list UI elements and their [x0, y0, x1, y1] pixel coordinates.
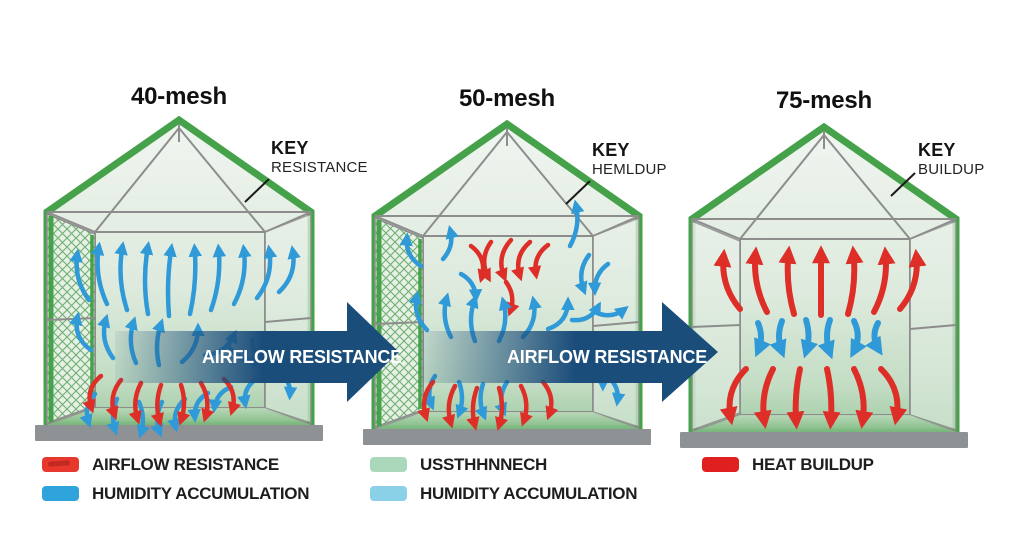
arrow-right-icon [420, 302, 718, 402]
legend-label: USSTHHNNECH [420, 454, 548, 474]
key-callout-3: KEY BUILDUP [918, 140, 984, 178]
title-75-mesh: 75-mesh [776, 87, 872, 114]
key-callout-3-title: KEY [918, 140, 956, 160]
base-bar [35, 425, 323, 441]
legend-label: AIRFLOW RESISTANCE [92, 454, 279, 474]
greenhouse-75-mesh [676, 119, 972, 449]
legend-label: HEAT BUILDUP [752, 454, 874, 474]
legend-item: HEAT BUILDUP [702, 454, 874, 475]
legend-item: AIRFLOW RESISTANCE [42, 454, 309, 475]
airflow-arrows-group [713, 245, 927, 430]
key-callout-1-title: KEY [271, 138, 309, 158]
base-bar [363, 429, 651, 445]
flow-arrow-1-label: AIRFLOW RESISTANCE [202, 347, 401, 367]
key-callout-2: KEY HEMLDUP [592, 140, 667, 178]
legend-column-1: AIRFLOW RESISTANCE HUMIDITY ACCUMULATION [42, 454, 310, 512]
legend-column-2: USSTHHNNECH HUMIDITY ACCUMULATION [370, 454, 638, 512]
flow-arrow-1-shape: AIRFLOW RESISTANCE [115, 302, 401, 402]
greenhouse-75-mesh-drawing [680, 122, 968, 448]
legend-item: HUMIDITY ACCUMULATION [370, 483, 638, 504]
key-callout-2-label: HEMLDUP [592, 160, 667, 178]
right-wall-divider [592, 321, 640, 327]
legend-item: HUMIDITY ACCUMULATION [42, 483, 310, 504]
left-wall-divider [691, 324, 741, 328]
legend-label: HUMIDITY ACCUMULATION [420, 483, 638, 503]
legend-swatch-heat-buildup [702, 457, 739, 472]
flow-arrow-2-shape: AIRFLOW RESISTANCE [420, 302, 718, 402]
key-callout-2-title: KEY [592, 140, 630, 160]
title-50-mesh: 50-mesh [459, 85, 555, 112]
legend-swatch-airflow-resistance [42, 457, 79, 472]
legend-swatch-green [370, 457, 407, 472]
legend-label: HUMIDITY ACCUMULATION [92, 483, 310, 503]
right-wall-divider [909, 324, 957, 330]
arrow-right-icon [115, 302, 399, 402]
legend-swatch-humidity-accumulation [42, 486, 79, 501]
key-callout-3-label: BUILDUP [918, 160, 985, 178]
key-callout-1-label: RESISTANCE [271, 158, 368, 176]
mesh-wall-divider [374, 321, 424, 325]
legend-swatch-humidity-accumulation-light [370, 486, 407, 501]
flow-arrow-1: AIRFLOW RESISTANCE [115, 296, 401, 408]
base-bar [680, 432, 968, 448]
legend-column-3: HEAT BUILDUP [702, 454, 874, 483]
key-callout-1: KEY RESISTANCE [271, 138, 368, 176]
right-wall-divider [264, 317, 312, 323]
title-40-mesh: 40-mesh [131, 83, 227, 110]
swatch-texture [47, 460, 71, 467]
right-wall-panel [909, 219, 957, 432]
flow-arrow-2-label: AIRFLOW RESISTANCE [507, 347, 707, 367]
legend-item: USSTHHNNECH [370, 454, 637, 475]
flow-arrow-2: AIRFLOW RESISTANCE [420, 296, 720, 408]
